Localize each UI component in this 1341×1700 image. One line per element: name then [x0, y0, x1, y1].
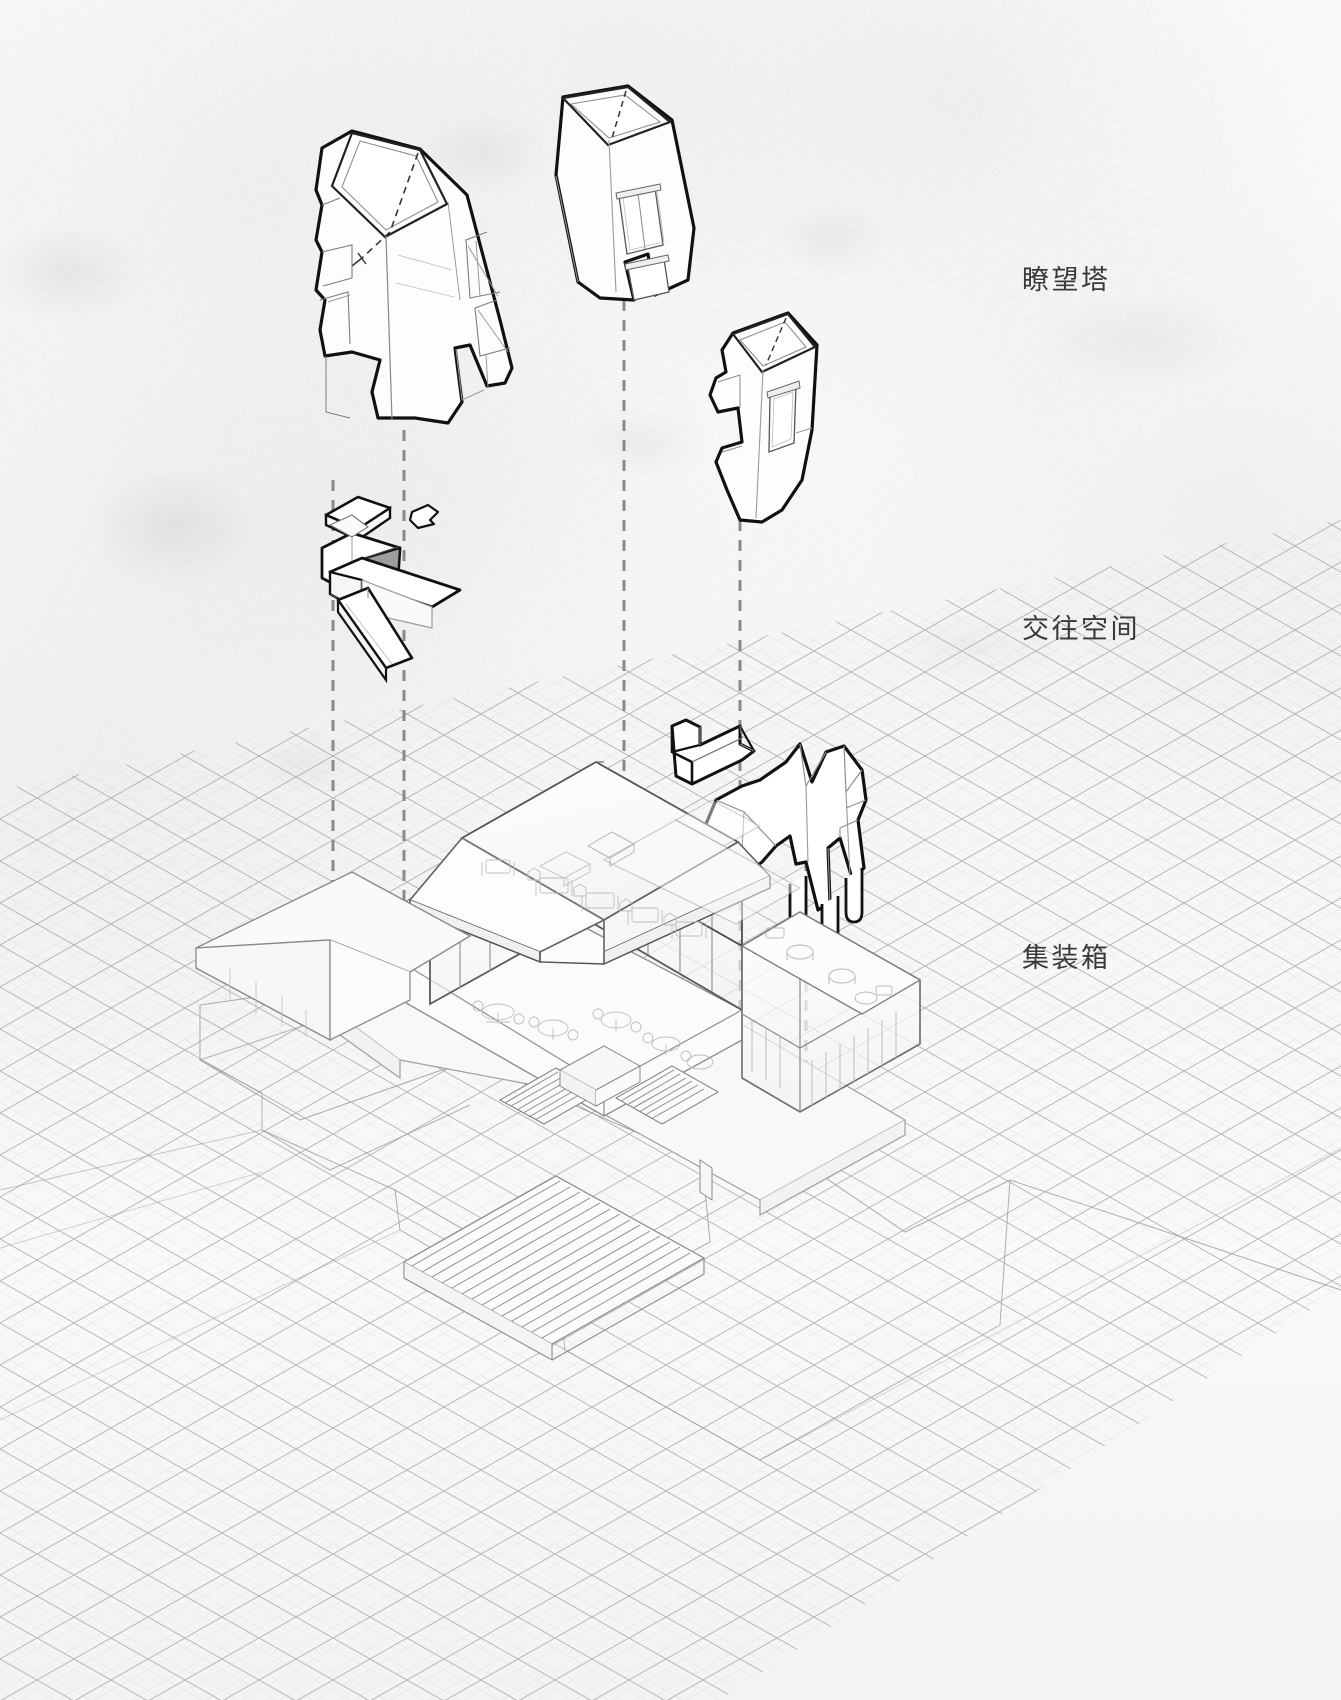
tower-c[interactable]	[708, 311, 819, 524]
label-container: 集装箱	[1022, 943, 1111, 973]
ground-stair	[402, 1045, 720, 1361]
tower-b-window-upper	[615, 183, 665, 255]
platform-stack[interactable]	[320, 495, 462, 684]
side-wing[interactable]	[740, 911, 922, 1113]
rooftop-props	[586, 831, 636, 867]
terrain-contours	[0, 989, 1341, 1461]
tower-b-window-lower	[624, 254, 670, 301]
corrugation	[751, 1012, 897, 1106]
label-watchtower: 瞭望塔	[1022, 265, 1111, 295]
wing-furniture	[765, 927, 893, 1005]
tower-b[interactable]	[554, 84, 696, 302]
tower-c-window	[766, 380, 801, 453]
u-deck[interactable]	[670, 718, 756, 786]
interior-furniture	[472, 851, 714, 1070]
tower-a[interactable]	[314, 129, 514, 425]
roof-deck	[602, 799, 802, 925]
label-social-space: 交往空间	[1022, 614, 1140, 644]
